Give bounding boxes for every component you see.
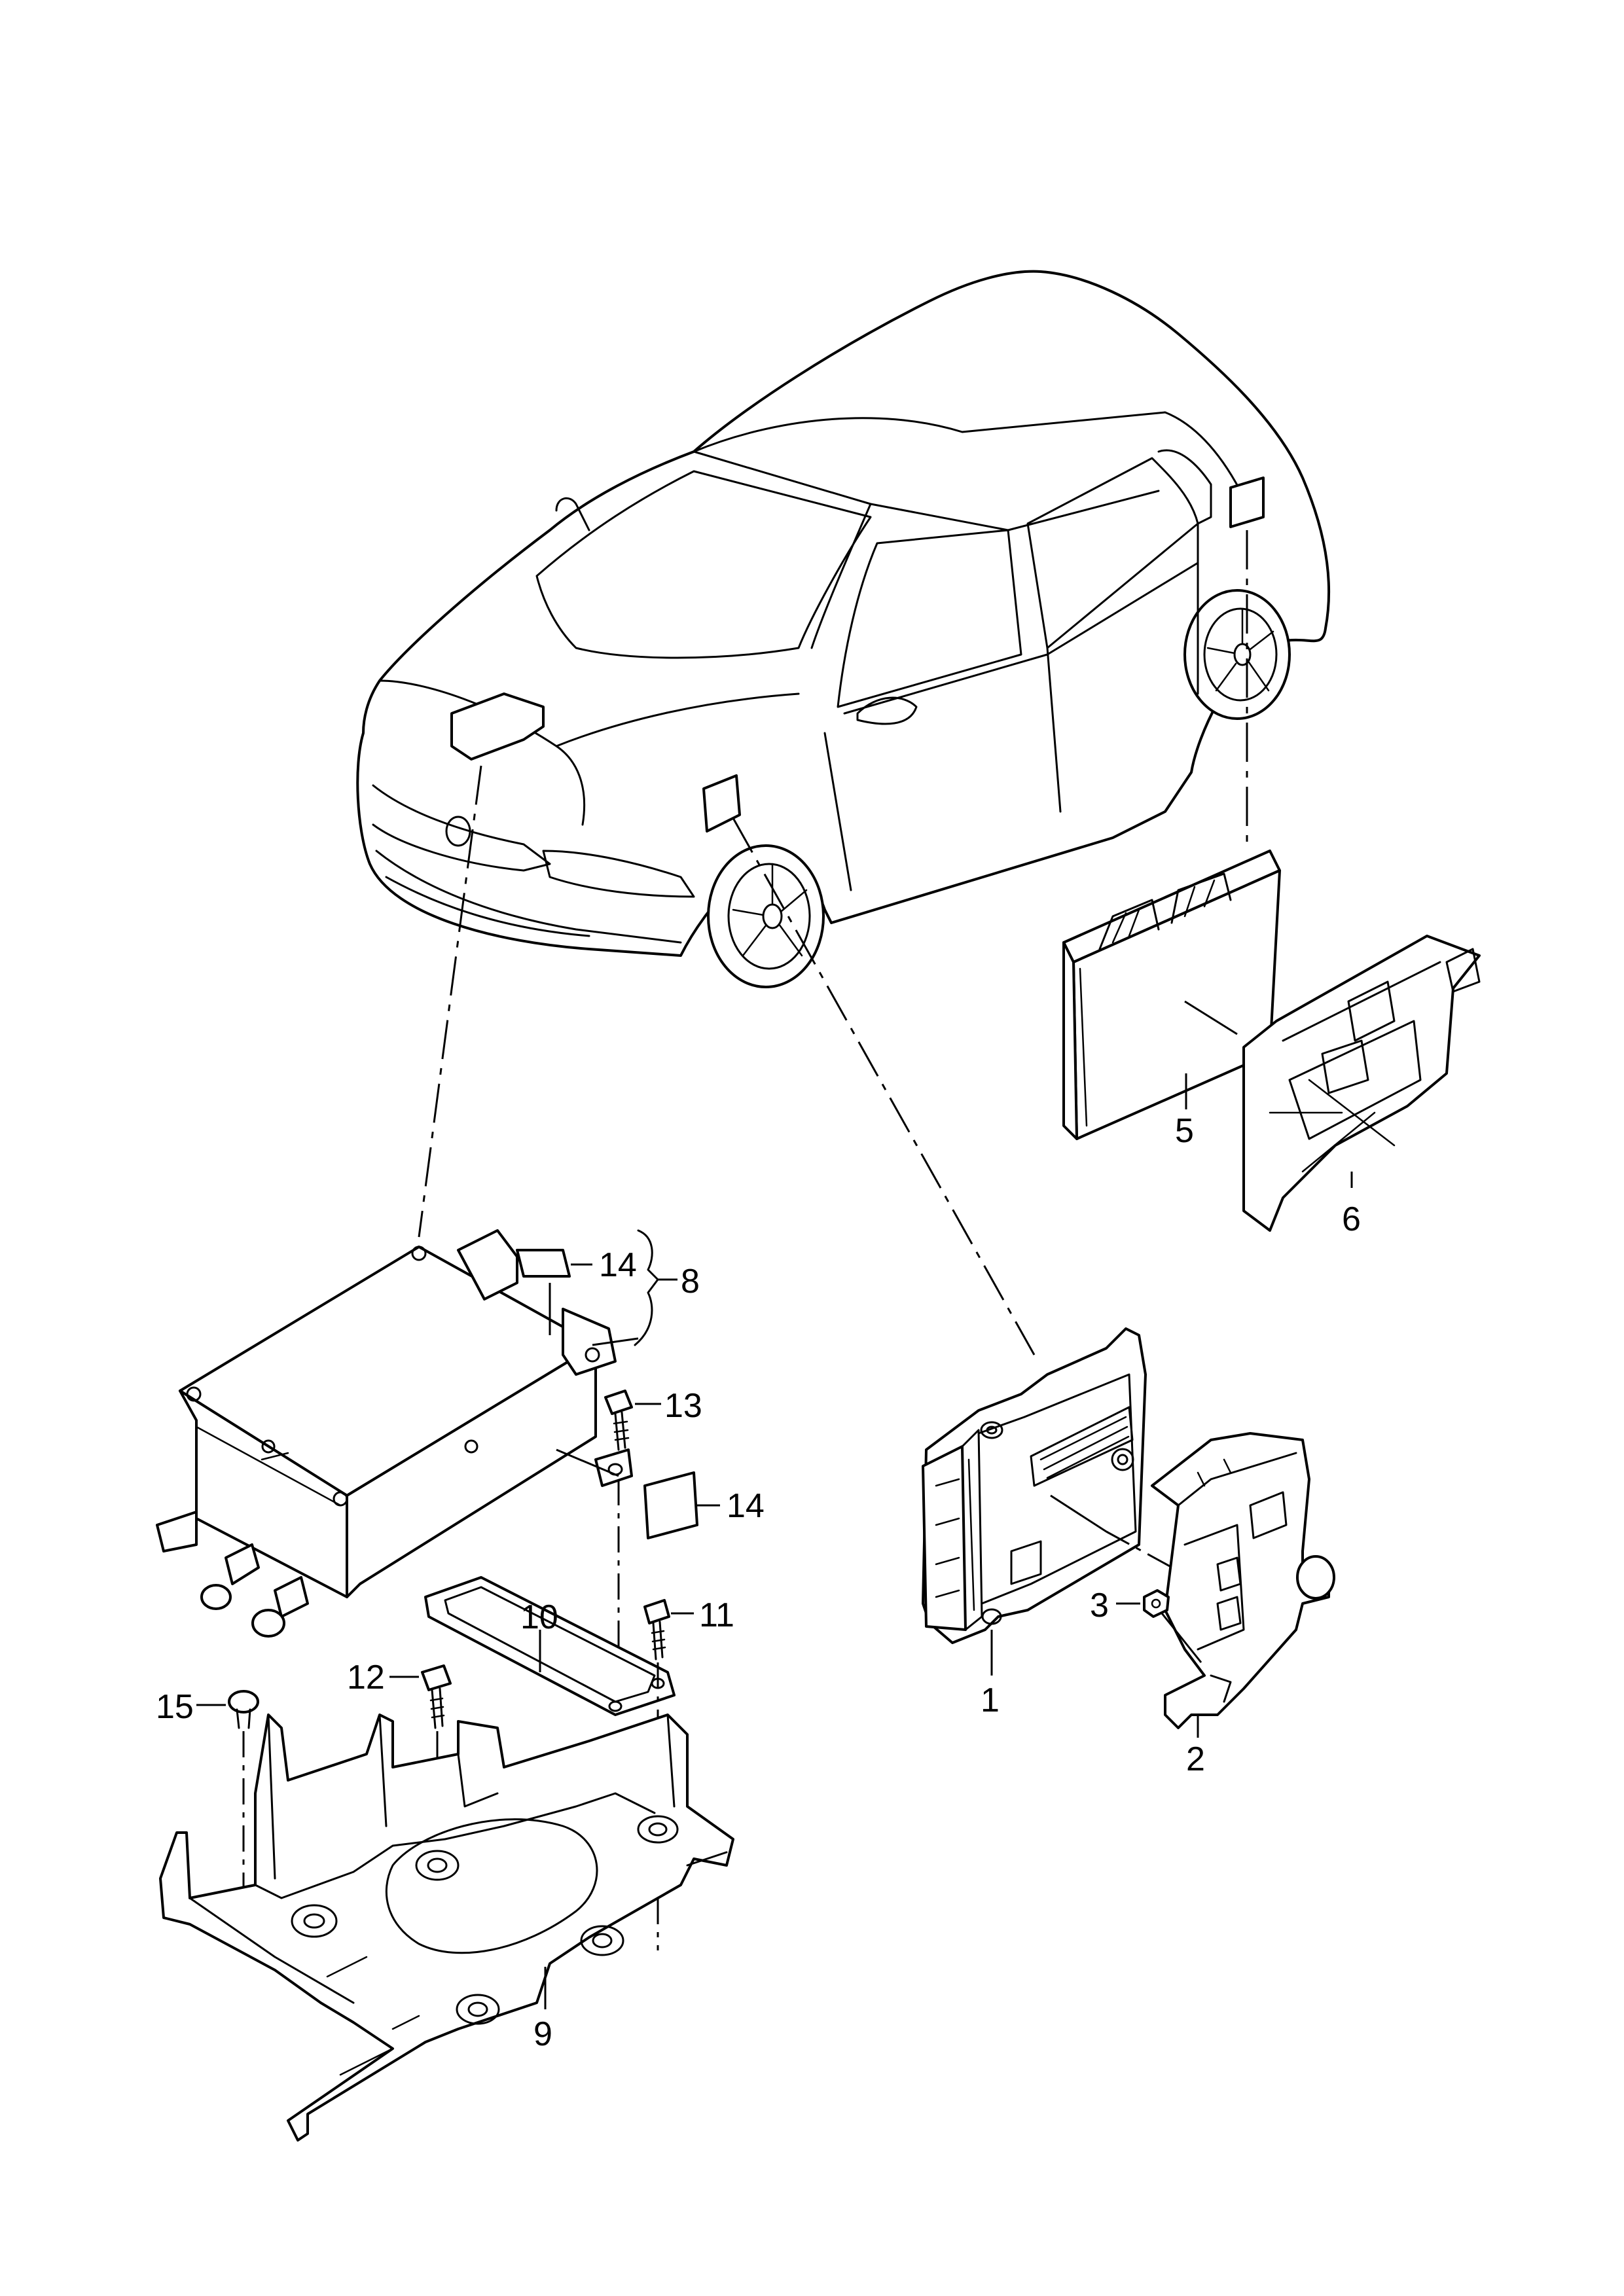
callout-6: 6 <box>1342 1200 1361 1238</box>
callout-13: 13 <box>664 1387 702 1425</box>
part-6-bracket <box>1242 935 1481 1232</box>
part-11-bolt <box>643 1599 670 1660</box>
part-1-control-unit <box>922 1327 1147 1644</box>
callout-14b: 14 <box>727 1487 765 1525</box>
part-13-bolt <box>604 1390 633 1451</box>
rear-location-marker <box>1229 476 1265 528</box>
callout-9: 9 <box>533 2015 552 2053</box>
part-8-charger-unit <box>156 1229 617 1638</box>
callout-11: 11 <box>699 1596 734 1634</box>
part-14-label-top <box>516 1249 571 1278</box>
callout-10: 10 <box>520 1598 558 1636</box>
part-5-control-module <box>1062 850 1281 1140</box>
part-12-bolt <box>421 1664 452 1729</box>
vehicle-illustration <box>356 270 1331 988</box>
mount-tab <box>594 1448 633 1487</box>
connector-lines <box>418 530 1248 1355</box>
front-location-marker <box>450 692 545 761</box>
part-2-bracket <box>1151 1432 1335 1729</box>
callout-3: 3 <box>1090 1587 1109 1624</box>
callout-12: 12 <box>347 1659 385 1696</box>
side-location-marker <box>702 774 741 833</box>
callout-1: 1 <box>981 1681 1000 1719</box>
part-14-label-right <box>643 1471 698 1539</box>
callout-2: 2 <box>1186 1740 1205 1778</box>
callout-8: 8 <box>681 1263 700 1300</box>
callout-15: 15 <box>156 1688 194 1726</box>
part-15-bolt <box>228 1690 259 1729</box>
part-3-nut <box>1143 1589 1170 1618</box>
part-10-gasket-frame <box>424 1576 676 1716</box>
part-9-carrier <box>159 1713 734 2142</box>
callout-5: 5 <box>1175 1112 1194 1150</box>
callout-14a: 14 <box>599 1246 637 1284</box>
